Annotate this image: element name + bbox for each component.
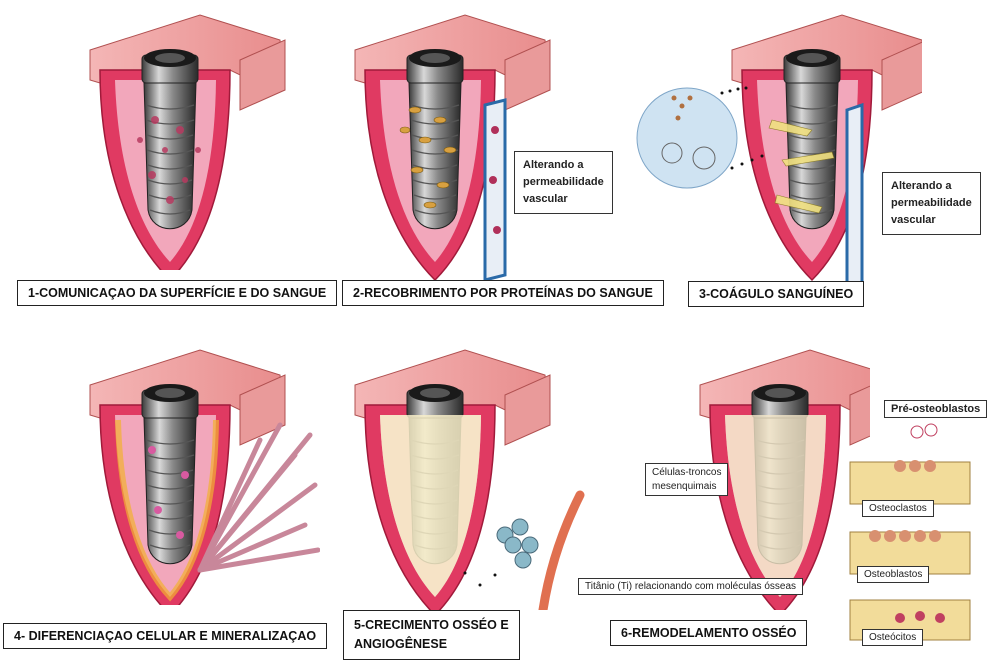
caption-1: 1-COMUNICAÇAO DA SUPERFÍCIE E DO SANGUE xyxy=(17,280,337,306)
implant-illustration-5 xyxy=(345,345,585,610)
implant-illustration-2 xyxy=(345,10,575,280)
panel-1 xyxy=(80,10,300,270)
label-titanio: Titânio (Ti) relacionando com moléculas … xyxy=(578,578,803,595)
implant-illustration-1 xyxy=(80,10,300,270)
pre-osteoblast-cells xyxy=(905,418,945,448)
caption-3: 3-COÁGULO SANGUÍNEO xyxy=(688,281,864,307)
caption-6: 6-REMODELAMENTO OSSÉO xyxy=(610,620,807,646)
caption-4: 4- DIFERENCIAÇAO CELULAR E MINERALIZAÇAO xyxy=(3,623,327,649)
label-pre-osteoblastos: Pré-osteoblastos xyxy=(884,400,987,418)
panel-4 xyxy=(80,345,320,605)
cell-inset xyxy=(632,78,782,198)
caption-2: 2-RECOBRIMENTO POR PROTEÍNAS DO SANGUE xyxy=(342,280,664,306)
implant-illustration-4 xyxy=(80,345,320,605)
label-osteoblastos: Osteoblastos xyxy=(857,566,929,583)
label-osteocitos: Osteócitos xyxy=(862,629,923,646)
panel-5 xyxy=(345,345,585,610)
panel-2 xyxy=(345,10,575,280)
label-osteoclastos: Osteoclastos xyxy=(862,500,934,517)
bone-tissue-blocks xyxy=(845,460,975,650)
